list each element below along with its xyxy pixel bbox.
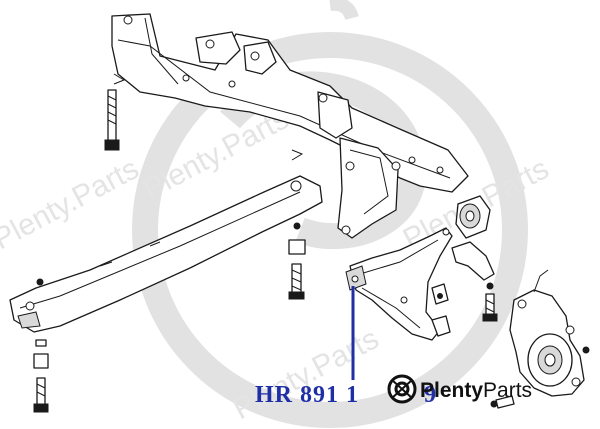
bracket-bolt-hole-3 bbox=[391, 161, 401, 171]
center-bolt-stack bbox=[288, 222, 306, 300]
watermark-ring bbox=[132, 32, 528, 428]
lower-left-bolt-head bbox=[33, 403, 49, 413]
subframe-bracket-edge bbox=[349, 149, 389, 215]
wheel-stud bbox=[490, 395, 515, 409]
center-bushing bbox=[288, 239, 306, 255]
right-nut bbox=[486, 282, 494, 290]
crossmember-detail bbox=[99, 241, 161, 267]
subframe-left-tower bbox=[144, 17, 179, 85]
subframe-mount-center bbox=[243, 41, 277, 75]
lower-left-washer bbox=[35, 339, 47, 347]
hub-bore bbox=[544, 353, 556, 367]
subframe-bolt-hole-6 bbox=[182, 74, 190, 82]
brand-name: Plenty bbox=[420, 379, 483, 402]
brand-logo-icon-inner bbox=[394, 381, 410, 397]
right-bolt-head bbox=[482, 313, 498, 322]
subframe-bolt-hole-1 bbox=[123, 15, 133, 25]
bushing-clamp-bracket bbox=[451, 241, 495, 281]
knuckle-steering-arm bbox=[533, 269, 549, 293]
rear-bushing-bore bbox=[465, 210, 475, 222]
knuckle-hole-1 bbox=[517, 299, 527, 309]
subframe-bolt-hole-3 bbox=[250, 51, 260, 61]
control-arm-body bbox=[349, 227, 453, 341]
watermark-ear-top bbox=[329, 0, 359, 21]
bracket-bolt-hole-2 bbox=[341, 225, 351, 235]
steering-knuckle bbox=[509, 269, 590, 397]
center-bolt-head bbox=[288, 291, 305, 300]
right-bolt-shank bbox=[485, 293, 495, 317]
front-subframe bbox=[111, 13, 469, 239]
control-arm-front-edge bbox=[359, 239, 439, 275]
part-number-label: HR 891 1 bbox=[255, 382, 359, 408]
rear-bushing bbox=[455, 195, 491, 239]
crossmember-ridge bbox=[19, 191, 301, 309]
watermark-text-left: Plenty.Parts bbox=[0, 152, 144, 256]
lower-left-bushing bbox=[33, 353, 49, 369]
ball-joint bbox=[431, 283, 451, 337]
crossmember-beam bbox=[9, 175, 323, 333]
upper-left-bolt bbox=[104, 89, 120, 151]
knuckle-hole-2 bbox=[565, 325, 575, 335]
center-nut bbox=[293, 222, 301, 230]
right-bolt-thread bbox=[485, 299, 495, 313]
lower-left-bolt-shank bbox=[36, 377, 46, 407]
right-bolt bbox=[482, 282, 498, 322]
subframe-bolt-hole-4 bbox=[318, 93, 328, 103]
bracket-bolt-hole-1 bbox=[345, 161, 355, 171]
center-bolt-thread bbox=[291, 269, 302, 291]
lower-control-arm bbox=[345, 195, 495, 341]
front-bushing-bore bbox=[351, 275, 359, 283]
upper-left-bolt-head bbox=[104, 139, 120, 151]
wheel-stud-head bbox=[490, 400, 498, 408]
upper-left-bolt-thread bbox=[107, 95, 117, 125]
subframe-ridge bbox=[117, 39, 451, 179]
subframe-bolt-hole-5 bbox=[228, 80, 236, 88]
brand-suffix: Parts bbox=[483, 379, 532, 402]
rear-mount-hole bbox=[442, 228, 450, 236]
wheel-stud-shank bbox=[495, 395, 515, 409]
knuckle-hole-3 bbox=[571, 377, 581, 387]
ball-joint-nut bbox=[437, 293, 443, 299]
bracket-bolt-hole-5 bbox=[436, 166, 444, 174]
subframe-body bbox=[111, 13, 469, 193]
subframe-bolt-hole-2 bbox=[205, 39, 215, 49]
assembly-arrow-center bbox=[291, 149, 304, 161]
lower-left-bolt-thread bbox=[36, 383, 46, 397]
control-arm-hole bbox=[400, 296, 408, 304]
brand-logo: PlentyParts bbox=[387, 374, 532, 404]
crossmember-mount-hole-left bbox=[25, 301, 35, 311]
hub-nut bbox=[582, 346, 590, 354]
bracket-bolt-hole-4 bbox=[408, 156, 416, 164]
crossmember-end-bushing bbox=[17, 311, 41, 329]
ball-joint-stud bbox=[431, 315, 451, 337]
part-number-trailing-digit: 9 bbox=[424, 382, 437, 408]
subframe-mount-left bbox=[195, 31, 241, 65]
lower-left-nut bbox=[36, 278, 44, 286]
lower-crossmember bbox=[9, 175, 323, 333]
brand-logo-icon-cross bbox=[391, 379, 413, 399]
crossmember-mount-hole-right bbox=[290, 180, 302, 192]
svg-text:PlentyParts: PlentyParts bbox=[420, 379, 532, 402]
subframe-mount-right bbox=[317, 91, 353, 139]
lower-left-bolt-stack bbox=[33, 278, 49, 413]
control-arm-rear-edge bbox=[361, 287, 421, 329]
assembly-arrow-left bbox=[113, 73, 126, 85]
